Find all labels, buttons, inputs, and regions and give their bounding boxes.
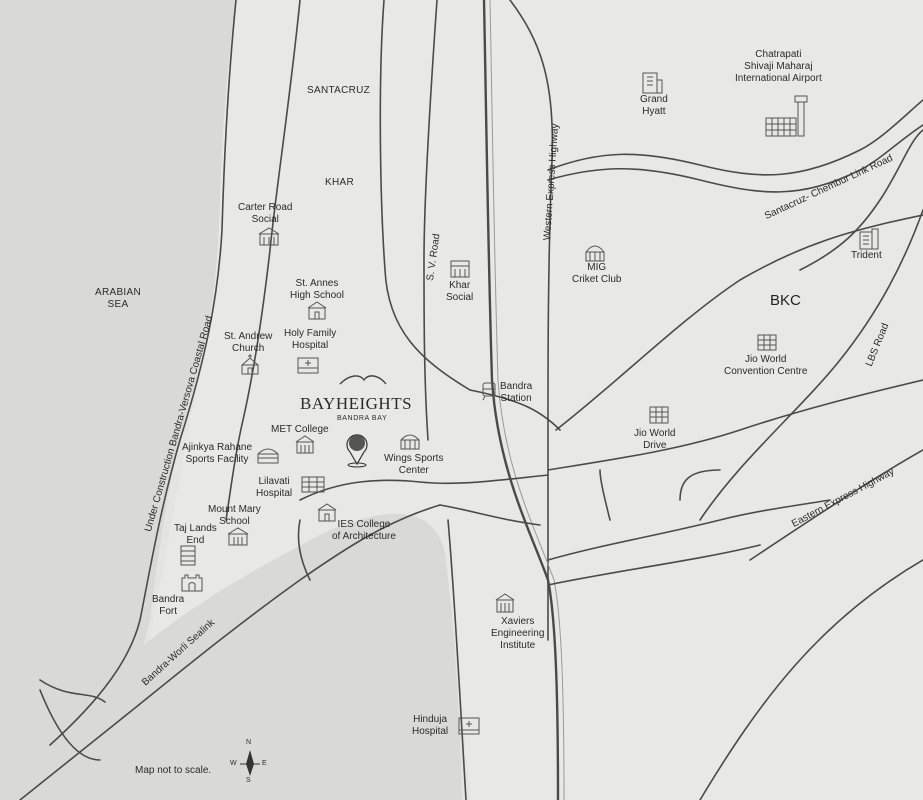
- label-carter-road: Carter Road Social: [238, 202, 293, 225]
- scl-road-line: [547, 99, 923, 176]
- label-hinduja: Hinduja Hospital: [412, 714, 449, 737]
- label-grand-hyatt: Grand Hyatt: [640, 94, 668, 117]
- creek-area: [0, 512, 462, 800]
- western-express-line: [509, 0, 554, 641]
- label-ajinkya: Ajinkya Rahane Sports Facility: [182, 442, 253, 465]
- sea-area: [0, 0, 236, 760]
- st-annes-icon: [307, 301, 327, 320]
- compass-n: N: [246, 739, 252, 746]
- ajinkya-icon: [257, 448, 279, 464]
- church-icon: [241, 354, 259, 375]
- fort-icon: [181, 574, 203, 592]
- airport-icon: [765, 95, 808, 137]
- label-wings: Wings Sports Center: [384, 453, 444, 476]
- area-bkc: BKC: [770, 292, 801, 309]
- label-met-college: MET College: [271, 424, 329, 435]
- label-trident: Trident: [851, 250, 882, 261]
- brand-wave-icon: [339, 375, 387, 385]
- hospital-icon: [297, 357, 319, 374]
- compass-e: E: [262, 760, 267, 767]
- hinduja-icon: [458, 717, 480, 735]
- project-location: BANDRA BAY: [337, 415, 388, 422]
- railway: [482, 0, 560, 800]
- label-jio-convention: Jio World Convention Centre: [724, 354, 808, 377]
- label-bandra-fort: Bandra Fort: [152, 594, 185, 617]
- jio-drive-icon: [649, 406, 669, 424]
- label-st-andrew: St. Andrew Church: [224, 331, 273, 354]
- lbs-road-line: [699, 209, 923, 521]
- jio-convention-icon: [757, 334, 777, 351]
- train-icon: [482, 382, 496, 401]
- compass-icon: [240, 750, 260, 776]
- label-st-annes: St. Annes High School: [290, 278, 344, 301]
- label-mig-club: MIG Criket Club: [572, 262, 622, 285]
- label-airport: Chatrapati Shivaji Maharaj International…: [735, 49, 822, 84]
- label-xaviers: Xaviers Engineering Institute: [491, 616, 545, 651]
- label-lilavati: Lilavati Hospital: [256, 476, 293, 499]
- label-mount-mary: Mount Mary School: [208, 504, 261, 527]
- compass-s: S: [246, 777, 251, 784]
- project-name: BAYHEIGHTS: [300, 394, 413, 413]
- carter-road: [225, 0, 301, 521]
- hotel-icon: [642, 72, 663, 94]
- footnote: Map not to scale.: [135, 765, 212, 776]
- area-khar: KHAR: [325, 177, 354, 188]
- label-holy-family: Holy Family Hospital: [284, 328, 337, 351]
- area-santacruz: SANTACRUZ: [307, 85, 371, 96]
- label-jio-drive: Jio World Drive: [634, 428, 676, 451]
- location-pin-icon[interactable]: [342, 426, 372, 468]
- ies-college-icon: [317, 503, 337, 522]
- coastal-road: [49, 0, 237, 746]
- xaviers-icon: [495, 593, 515, 613]
- compass-w: W: [230, 760, 237, 767]
- sv-road-line: [379, 0, 471, 391]
- label-bandra-station: Bandra Station: [500, 381, 533, 404]
- area-arabian-sea: ARABIAN SEA: [95, 287, 142, 310]
- wings-icon: [400, 434, 420, 450]
- lilavati-icon: [301, 476, 325, 493]
- mount-mary-icon: [227, 527, 249, 546]
- trident-icon: [859, 228, 879, 250]
- eastern-express-line: [749, 449, 923, 561]
- mig-club-icon: [585, 245, 605, 262]
- khar-social-icon: [450, 260, 470, 278]
- label-khar-social: Khar Social: [446, 280, 474, 303]
- label-ies-college: IES College of Architecture: [332, 519, 396, 542]
- met-college-icon: [295, 435, 315, 454]
- taj-lands-icon: [180, 545, 196, 566]
- sealink-road: [19, 504, 441, 800]
- carter-road-icon: [258, 227, 280, 246]
- label-taj-lands: Taj Lands End: [174, 523, 217, 546]
